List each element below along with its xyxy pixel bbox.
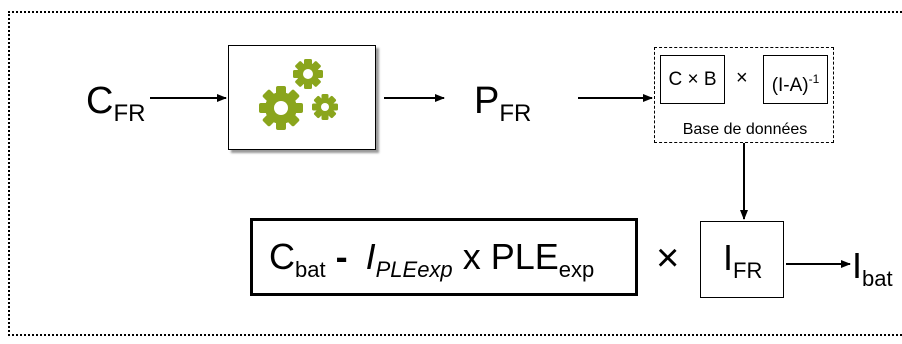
i-bat-symbol: Ibat xyxy=(852,245,893,291)
database-times-symbol: × xyxy=(736,67,748,89)
cb-term-box: C × B xyxy=(660,55,725,104)
battery-expression: Cbat-IPLEexp x PLEexp xyxy=(269,236,595,282)
battery-expression-box: Cbat-IPLEexp x PLEexp xyxy=(250,218,638,296)
multiply-symbol: × xyxy=(656,236,680,280)
leontief-inverse-box: (I-A)-1 xyxy=(763,55,828,104)
diagram-frame xyxy=(8,11,902,336)
p-fr-symbol: PFR xyxy=(474,80,532,127)
database-box: C × B × (I-A)-1 Base de données xyxy=(654,47,834,143)
gears-icon xyxy=(259,59,338,130)
i-fr-symbol: IFR xyxy=(723,237,763,283)
c-fr-symbol: CFR xyxy=(86,80,146,127)
database-caption: Base de données xyxy=(682,121,808,138)
process-box xyxy=(228,45,376,150)
i-fr-box: IFR xyxy=(700,221,784,298)
